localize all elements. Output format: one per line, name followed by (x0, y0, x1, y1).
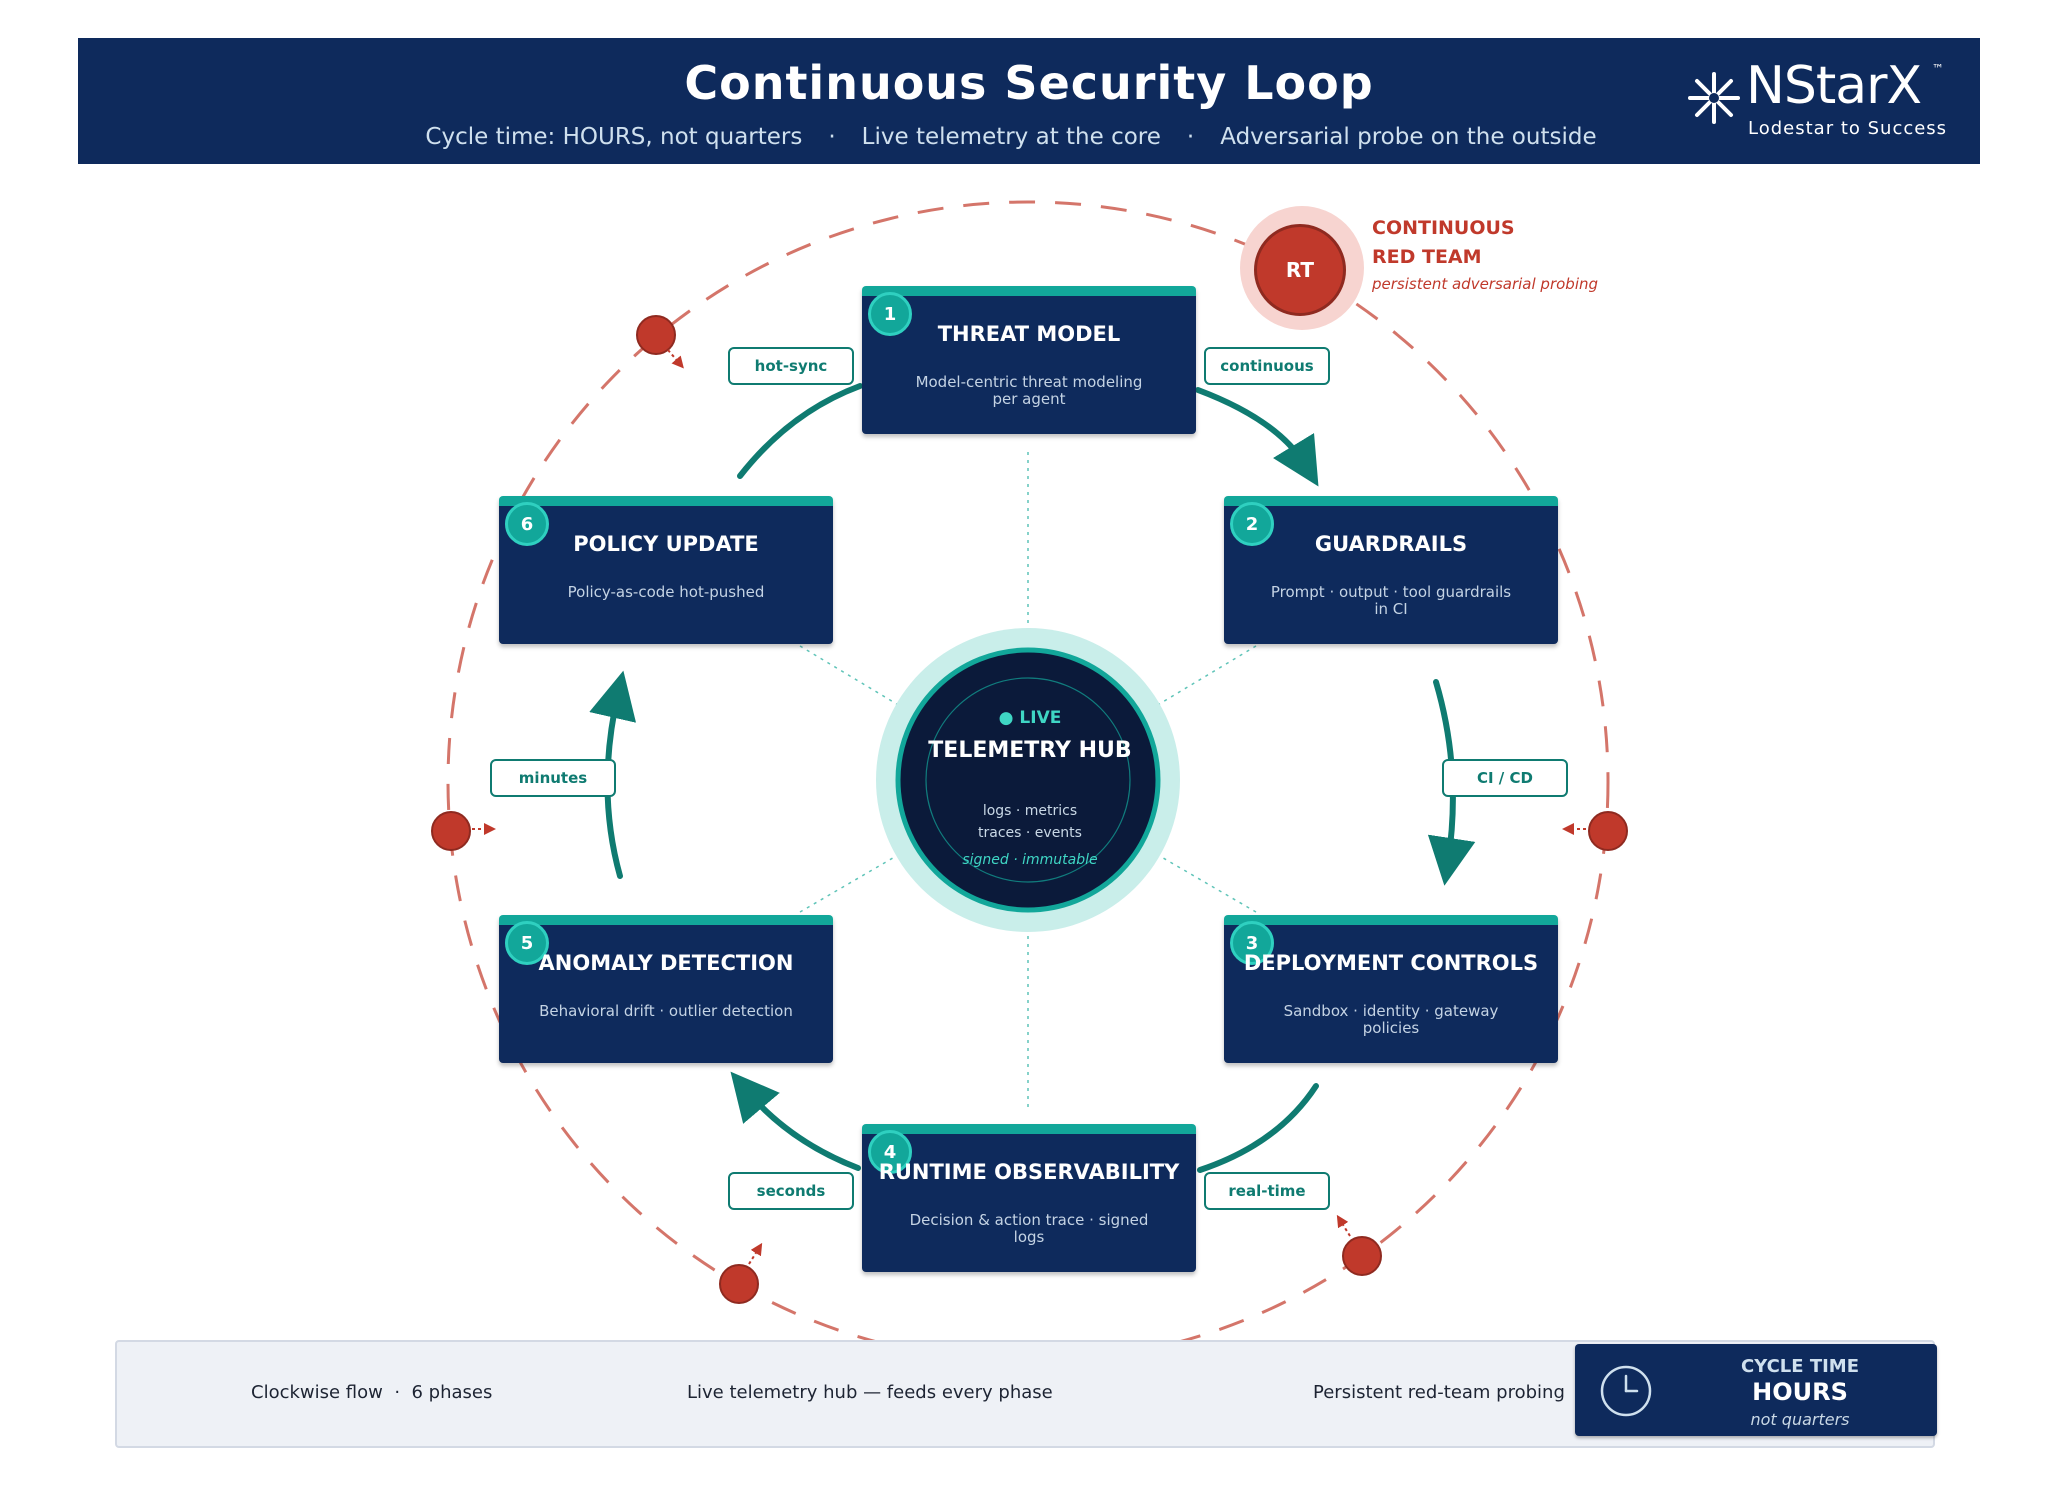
red-team-title: CONTINUOUS RED TEAM (1372, 214, 1515, 272)
transition-real-time: real-time (1204, 1172, 1330, 1210)
phase-runtime-observability[interactable]: 4 RUNTIME OBSERVABILITY Decision & actio… (862, 1124, 1196, 1272)
asterisk-star-icon (1688, 72, 1740, 124)
hub-signature: signed · immutable (962, 852, 1098, 868)
page-title: Continuous Security Loop (684, 56, 1374, 110)
hub-streams-line2: traces · events (978, 825, 1082, 841)
hub-inner-ring (925, 677, 1131, 883)
phase-guardrails[interactable]: 2 GUARDRAILS Prompt · output · tool guar… (1224, 496, 1558, 644)
legend-hub-label: Live telemetry hub — feeds every phase (687, 1382, 1053, 1403)
red-team-badge: RT (1254, 224, 1346, 316)
phase-description: Prompt · output · tool guardrails in CI (1270, 583, 1512, 618)
subtitle-telemetry: Live telemetry at the core (861, 124, 1161, 150)
logo-wordmark: NStarX (1746, 56, 1922, 116)
subtitle-separator: · (1186, 124, 1195, 150)
header-banner: Continuous Security Loop Cycle time: HOU… (78, 38, 1980, 164)
probe-dots (431, 315, 1628, 1304)
red-team-orbit (446, 200, 1610, 1364)
transition-continuous: continuous (1204, 347, 1330, 385)
phase-description: Model-centric threat modeling per agent (915, 373, 1143, 408)
phase-title: GUARDRAILS (1314, 532, 1468, 556)
phase-title: THREAT MODEL (937, 322, 1121, 346)
transition-hot-sync: hot-sync (728, 347, 854, 385)
phase-policy-update[interactable]: 6 POLICY UPDATE Policy-as-code hot-pushe… (499, 496, 833, 644)
phase-title: ANOMALY DETECTION (538, 951, 794, 975)
phase-number-badge: 3 (1230, 921, 1274, 965)
subtitle-separator: · (828, 124, 836, 150)
phase-anomaly-detection[interactable]: 5 ANOMALY DETECTION Behavioral drift · o… (499, 915, 833, 1063)
phase-threat-model[interactable]: 1 THREAT MODEL Model-centric threat mode… (862, 286, 1196, 434)
red-team-title-line2: RED TEAM (1372, 246, 1482, 268)
page-subtitle: Cycle time: HOURS, not quarters · Live t… (78, 124, 1980, 150)
probe-dot (636, 315, 676, 355)
legend-red-label: Persistent red-team probing (1313, 1382, 1565, 1403)
phase-number-badge: 2 (1230, 502, 1274, 546)
probe-dot (431, 811, 471, 851)
hub-streams-line1: logs · metrics (982, 803, 1078, 819)
phase-title: RUNTIME OBSERVABILITY (878, 1160, 1180, 1184)
clock-icon (1600, 1365, 1652, 1417)
legend-flow-label: Clockwise flow · 6 phases (251, 1382, 493, 1403)
phase-number-badge: 1 (868, 292, 912, 336)
transition-ci-cd: CI / CD (1442, 759, 1568, 797)
phase-number-badge: 4 (868, 1130, 912, 1174)
flow-arrow-4-5 (730, 1071, 861, 1171)
cycle-time-card: CYCLE TIME HOURS not quarters (1575, 1344, 1937, 1436)
nstarx-logo: NStarX ™ Lodestar to Success (1680, 56, 1970, 156)
probe-dot (1588, 811, 1628, 851)
phase-number-badge: 5 (505, 921, 549, 965)
probe-dot (1342, 1236, 1382, 1276)
flow-arrow-3-4 (1197, 1083, 1319, 1173)
transition-minutes: minutes (490, 759, 616, 797)
phase-title: DEPLOYMENT CONTROLS (1243, 951, 1539, 975)
cycle-time-note: not quarters (1750, 1410, 1850, 1429)
phase-description: Behavioral drift · outlier detection (539, 1002, 793, 1020)
phase-number-badge: 6 (505, 502, 549, 546)
phase-title: POLICY UPDATE (573, 532, 759, 556)
probe-dot (719, 1264, 759, 1304)
hub-live-indicator: ● LIVE (998, 708, 1062, 728)
flow-arrow-6-1 (737, 383, 863, 479)
phase-description: Decision & action trace · signed logs (909, 1211, 1149, 1246)
telemetry-hub (895, 647, 1161, 913)
subtitle-cycle-time: Cycle time: HOURS, not quarters (425, 124, 803, 150)
red-team-title-line1: CONTINUOUS (1372, 217, 1515, 239)
flow-arrow-1-2 (1195, 387, 1319, 487)
phase-deployment-controls[interactable]: 3 DEPLOYMENT CONTROLS Sandbox · identity… (1224, 915, 1558, 1063)
hub-streams: logs · metrics traces · events (920, 800, 1140, 844)
transition-seconds: seconds (728, 1172, 854, 1210)
cycle-time-label: CYCLE TIME (1740, 1356, 1860, 1377)
subtitle-adversarial: Adversarial probe on the outside (1220, 124, 1597, 150)
logo-tagline: Lodestar to Success (1748, 118, 1948, 139)
logo-trademark: ™ (1932, 62, 1944, 76)
phase-description: Policy-as-code hot-pushed (567, 583, 765, 601)
cycle-time-value: HOURS (1752, 1378, 1848, 1406)
hub-title: TELEMETRY HUB (928, 738, 1132, 763)
telemetry-spokes (799, 452, 1257, 1110)
red-team-subtitle: persistent adversarial probing (1372, 275, 1599, 293)
phase-description: Sandbox · identity · gateway policies (1283, 1002, 1499, 1037)
